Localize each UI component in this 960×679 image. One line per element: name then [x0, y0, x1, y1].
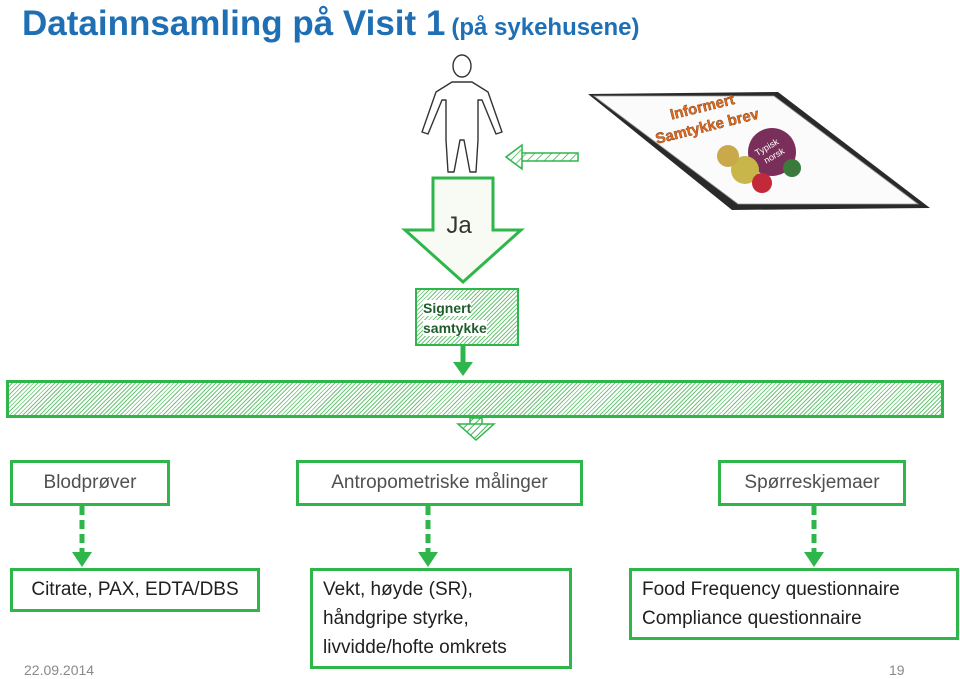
arrow-down-ja: [401, 176, 525, 285]
arrow-ja-label: Ja: [446, 212, 472, 239]
detail-line: Vekt, høyde (SR),: [323, 579, 473, 600]
detail-line: håndgripe styrke,: [323, 608, 469, 629]
category-blood-samples: Blodprøver: [10, 460, 170, 506]
dashed-arrow-2: [418, 506, 438, 567]
dashed-arrow-3: [804, 506, 824, 567]
category-label: Blodprøver: [43, 472, 137, 493]
page-title: Datainnsamling på Visit 1(på sykehusene): [22, 4, 639, 44]
page-number: 19: [889, 662, 905, 678]
detail-questionnaires: Food Frequency questionnaire Compliance …: [629, 568, 959, 640]
detail-line: livvidde/hofte omkrets: [323, 637, 507, 658]
dashed-arrow-1: [72, 506, 92, 567]
arrow-down-hatched: [456, 417, 496, 442]
detail-blood-samples: Citrate, PAX, EDTA/DBS: [10, 568, 260, 612]
person-icon: [421, 54, 503, 173]
footer-date: 22.09.2014: [24, 662, 95, 678]
arrow-left-icon: [504, 143, 579, 171]
detail-anthropometric: Vekt, høyde (SR), håndgripe styrke, livv…: [310, 568, 572, 669]
detail-line: Citrate, PAX, EDTA/DBS: [31, 579, 239, 600]
collection-bar: [6, 380, 944, 418]
consent-letter-booklet: Informert Samtykke brev Typisk norsk: [588, 91, 930, 210]
detail-line: Food Frequency questionnaire: [642, 579, 900, 600]
detail-line: Compliance questionnaire: [642, 608, 862, 629]
category-questionnaires: Spørreskjemaer: [718, 460, 906, 506]
signed-consent-box: Signert samtykke: [415, 288, 519, 346]
title-main: Datainnsamling på Visit 1: [22, 4, 446, 43]
arrow-down-small: [453, 346, 473, 376]
category-label: Spørreskjemaer: [744, 472, 880, 493]
title-sub: (på sykehusene): [451, 14, 640, 41]
signed-line2: samtykke: [423, 320, 487, 336]
fruit-image: [717, 128, 801, 193]
signed-line1: Signert: [423, 300, 472, 316]
category-label: Antropometriske målinger: [331, 472, 548, 493]
category-anthropometric: Antropometriske målinger: [296, 460, 583, 506]
